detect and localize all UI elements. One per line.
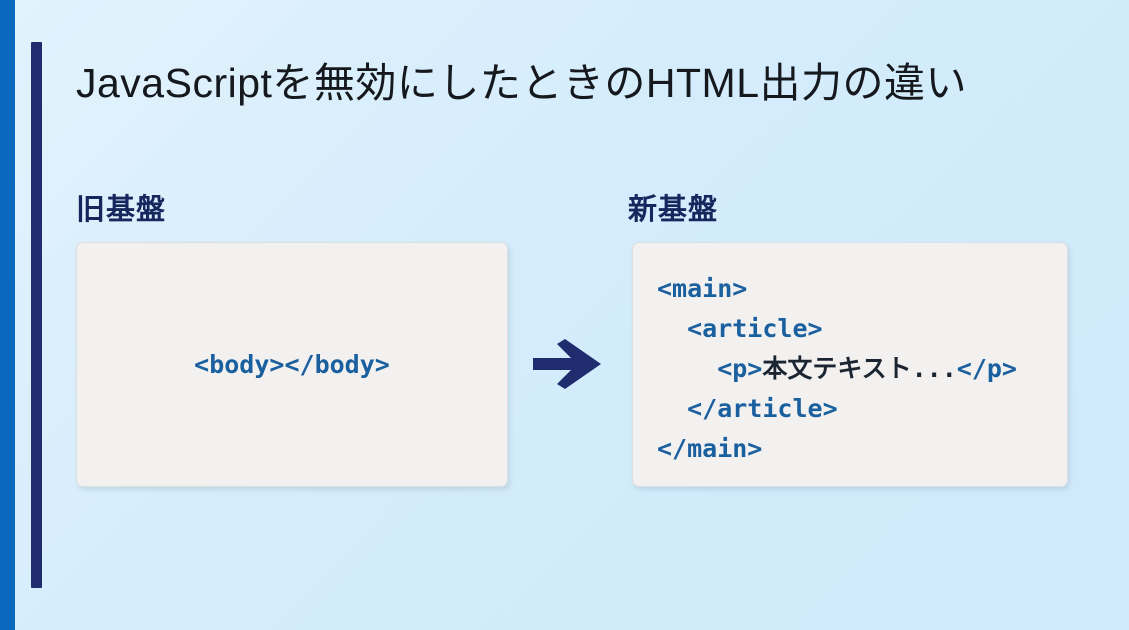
code-old-body: <body></body> bbox=[194, 350, 390, 379]
code-line: <p>本文テキスト...</p> bbox=[657, 349, 1067, 389]
left-edge-strip bbox=[0, 0, 15, 630]
page-title: JavaScriptを無効にしたときのHTML出力の違い bbox=[76, 60, 968, 106]
code-tag-open: <p> bbox=[657, 354, 763, 383]
title-accent-bar bbox=[31, 42, 42, 588]
column-label-new: 新基盤 bbox=[628, 194, 719, 226]
code-body-text: 本文テキスト... bbox=[762, 354, 957, 383]
code-tag-close: </p> bbox=[956, 354, 1017, 383]
code-line: <main> bbox=[657, 274, 748, 303]
code-line: </article> bbox=[657, 394, 838, 423]
arrow-right-icon bbox=[530, 334, 604, 394]
column-label-old: 旧基盤 bbox=[76, 194, 167, 226]
code-box-old: <body></body> bbox=[76, 242, 508, 487]
code-box-new: <main> <article> <p>本文テキスト...</p> </arti… bbox=[632, 242, 1068, 487]
code-line: </main> bbox=[657, 434, 763, 463]
code-line: <article> bbox=[657, 314, 823, 343]
